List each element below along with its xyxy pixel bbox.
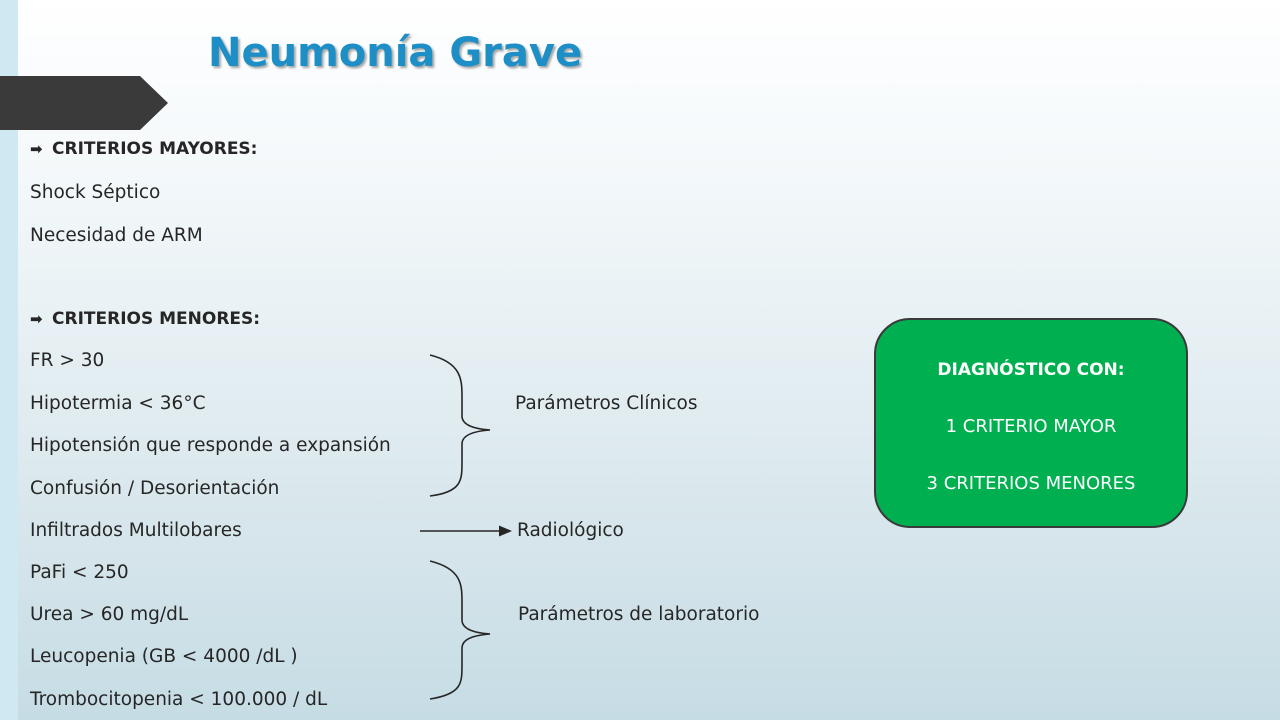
criterio-menor-item: Hipotermia < 36°C — [30, 393, 206, 414]
criterio-menor-item: Urea > 60 mg/dL — [30, 604, 189, 625]
criterios-menores-header: ➡ CRITERIOS MENORES: — [30, 308, 260, 330]
diagnostico-box: DIAGNÓSTICO CON: 1 CRITERIO MAYOR 3 CRIT… — [874, 318, 1188, 528]
criterio-menor-item: Confusión / Desorientación — [30, 478, 280, 499]
brace-clinicos — [429, 354, 491, 497]
label-radiologico: Radiológico — [517, 520, 624, 541]
criterios-mayores-label: CRITERIOS MAYORES: — [52, 139, 258, 159]
criterio-menor-item: Leucopenia (GB < 4000 /dL ) — [30, 646, 298, 667]
arrow-bullet-icon: ➡ — [30, 310, 43, 328]
label-parametros-laboratorio: Parámetros de laboratorio — [518, 604, 760, 625]
title-tab-decoration — [0, 76, 168, 130]
diagnostico-heading: DIAGNÓSTICO CON: — [937, 360, 1125, 380]
criterio-menor-item: Trombocitopenia < 100.000 / dL — [30, 689, 328, 710]
arrow-bullet-icon: ➡ — [30, 140, 43, 158]
label-parametros-clinicos: Parámetros Clínicos — [515, 393, 698, 414]
criterio-menor-item: Infiltrados Multilobares — [30, 520, 242, 541]
criterio-menor-item: Hipotensión que responde a expansión — [30, 435, 391, 456]
criterios-mayores-header: ➡ CRITERIOS MAYORES: — [30, 138, 257, 160]
brace-laboratorio — [429, 560, 491, 700]
diagnostico-item: 3 CRITERIOS MENORES — [926, 473, 1136, 494]
arrow-radiologico — [420, 525, 512, 537]
slide-title: Neumonía Grave — [208, 30, 583, 76]
criterio-mayor-item: Necesidad de ARM — [30, 225, 203, 246]
criterios-menores-label: CRITERIOS MENORES: — [52, 309, 261, 329]
left-accent-strip — [0, 0, 18, 720]
criterio-menor-item: FR > 30 — [30, 350, 105, 371]
diagnostico-item: 1 CRITERIO MAYOR — [945, 416, 1117, 437]
criterio-mayor-item: Shock Séptico — [30, 182, 161, 203]
criterio-menor-item: PaFi < 250 — [30, 562, 129, 583]
